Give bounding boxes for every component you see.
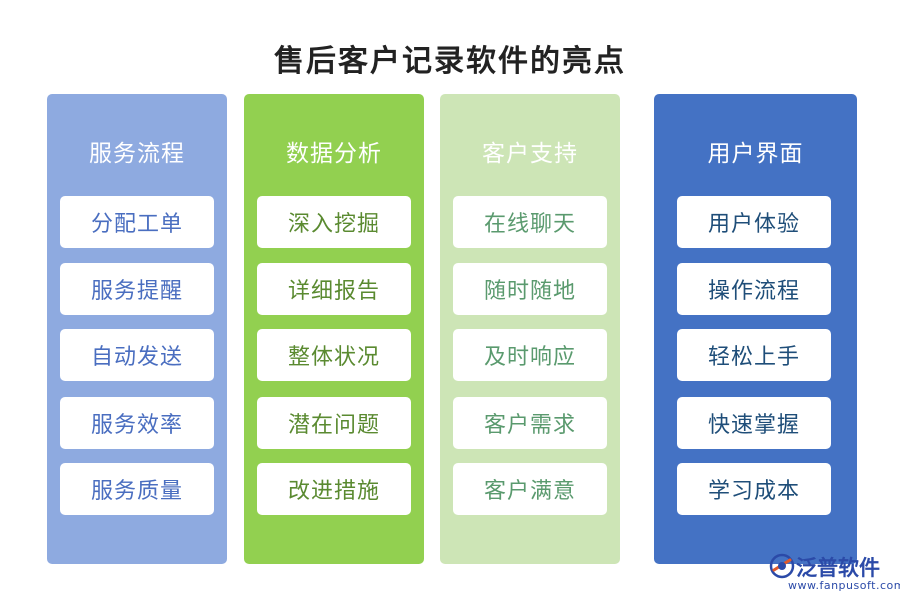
brand-url: www.fanpusoft.com	[788, 579, 900, 592]
list-item: 随时随地	[453, 263, 607, 315]
column-heading: 客户支持	[482, 141, 578, 167]
list-item: 自动发送	[60, 329, 214, 381]
list-item: 分配工单	[60, 196, 214, 248]
list-item: 客户满意	[453, 463, 607, 515]
brand-name: 泛普软件	[796, 556, 880, 580]
column-customer-support: 客户支持 在线聊天 随时随地 及时响应 客户需求 客户满意	[440, 94, 620, 564]
list-item: 服务质量	[60, 463, 214, 515]
brand-watermark: 泛普软件 www.fanpusoft.com	[768, 552, 900, 596]
list-item: 学习成本	[677, 463, 831, 515]
list-item: 用户体验	[677, 196, 831, 248]
list-item: 服务提醒	[60, 263, 214, 315]
list-item: 及时响应	[453, 329, 607, 381]
list-item: 在线聊天	[453, 196, 607, 248]
brand-logo-icon	[769, 553, 795, 579]
column-heading: 服务流程	[89, 141, 185, 167]
list-item: 潜在问题	[257, 397, 411, 449]
column-user-interface: 用户界面 用户体验 操作流程 轻松上手 快速掌握 学习成本	[654, 94, 857, 564]
list-item: 详细报告	[257, 263, 411, 315]
list-item: 改进措施	[257, 463, 411, 515]
list-item: 整体状况	[257, 329, 411, 381]
column-heading: 数据分析	[286, 141, 382, 167]
list-item: 快速掌握	[677, 397, 831, 449]
list-item: 服务效率	[60, 397, 214, 449]
column-heading: 用户界面	[707, 141, 804, 167]
list-item: 客户需求	[453, 397, 607, 449]
page-title: 售后客户记录软件的亮点	[274, 44, 626, 79]
list-item: 轻松上手	[677, 329, 831, 381]
list-item: 操作流程	[677, 263, 831, 315]
list-item: 深入挖掘	[257, 196, 411, 248]
column-service-process: 服务流程 分配工单 服务提醒 自动发送 服务效率 服务质量	[47, 94, 227, 564]
column-data-analysis: 数据分析 深入挖掘 详细报告 整体状况 潜在问题 改进措施	[244, 94, 424, 564]
